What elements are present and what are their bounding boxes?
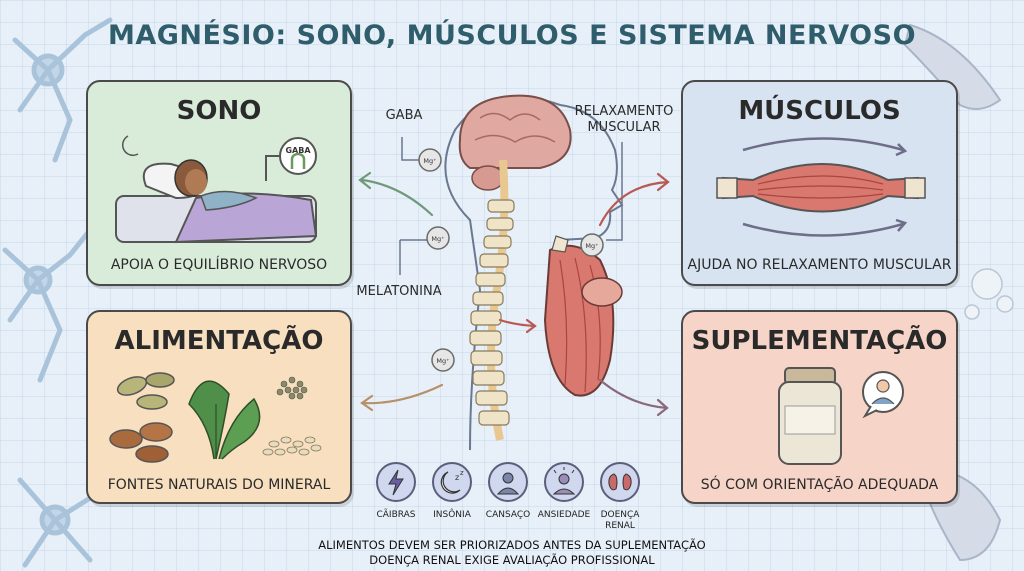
card-suplementacao: SUPLEMENTAÇÃO SÓ COM ORIENTAÇÃO ADEQUADA — [681, 310, 958, 504]
label-relaxamento: RELAXAMENTO MUSCULAR — [574, 104, 674, 135]
card-caption: AJUDA NO RELAXAMENTO MUSCULAR — [687, 257, 952, 273]
pumpkin-seeds-icon — [116, 372, 175, 410]
mg-label: Mg⁺ — [423, 157, 436, 165]
card-heading: ALIMENTAÇÃO — [114, 326, 324, 356]
connector-lines — [399, 137, 623, 275]
neuron-decoration-icon — [2, 17, 113, 568]
relaxed-muscle-icon — [716, 137, 926, 237]
symptom-doenca-renal: DOENÇA RENAL — [592, 462, 648, 532]
page-title: MAGNÉSIO: SONO, MÚSCULOS E SISTEMA NERVO… — [107, 20, 917, 51]
foods-icon — [109, 372, 322, 463]
kidneys-icon — [600, 462, 640, 502]
oats-icon — [262, 436, 322, 456]
symptom-cansaco: CANSAÇO — [480, 462, 536, 521]
arrows — [358, 171, 670, 417]
anxious-person-icon — [544, 462, 584, 502]
symptom-ansiedade: ANSIEDADE — [536, 462, 592, 521]
card-sono: SONO GABA APOIA O EQUILÍBRIO NERVOSO — [86, 80, 352, 286]
grains-icon — [276, 376, 308, 400]
brain-icon — [458, 94, 572, 191]
svg-text:z: z — [455, 473, 459, 482]
moon-icon — [122, 135, 139, 157]
card-alimentacao: ALIMENTAÇÃO FONTES NATURAIS DO MINERA — [86, 310, 352, 504]
card-caption: FONTES NATURAIS DO MINERAL — [107, 477, 331, 493]
symptom-label: CANSAÇO — [485, 510, 531, 520]
mg-bubbles — [418, 148, 604, 372]
lightning-icon — [376, 462, 416, 502]
muscle-cross-section-icon — [543, 235, 623, 397]
mg-label: Mg⁺ — [436, 357, 449, 365]
mg-label: Mg⁺ — [585, 242, 598, 250]
cerebellum — [471, 165, 505, 191]
supplement-bottle-icon — [778, 367, 904, 465]
footer-note-2: DOENÇA RENAL EXIGE AVALIAÇÃO PROFISSIONA… — [369, 553, 655, 567]
gaba-badge-label: GABA — [285, 146, 311, 155]
doctor-icon — [862, 371, 904, 419]
symptom-label: DOENÇA RENAL — [600, 510, 640, 531]
card-musculos: MÚSCULOS AJUDA NO RELAXAMENTO MUSCULAR — [681, 80, 958, 286]
spine-icon — [469, 159, 515, 441]
symptom-caibras: CÃIBRAS — [368, 462, 424, 521]
card-caption: SÓ COM ORIENTAÇÃO ADEQUADA — [700, 477, 939, 493]
label-gaba: GABA — [385, 108, 423, 123]
symptom-label: INSÔNIA — [433, 510, 471, 520]
label-melatonina: MELATONINA — [356, 284, 442, 299]
card-caption: APOIA O EQUILÍBRIO NERVOSO — [110, 257, 328, 273]
spinach-icon — [188, 380, 261, 460]
symptom-label: ANSIEDADE — [537, 510, 591, 520]
symptom-label: CÃIBRAS — [376, 510, 416, 520]
svg-text:z: z — [460, 469, 464, 477]
card-heading: SUPLEMENTAÇÃO — [691, 326, 948, 356]
sleeping-woman-icon: GABA — [115, 135, 318, 244]
tired-person-icon — [488, 462, 528, 502]
mg-bubbles-decoration — [964, 268, 1014, 320]
footer-note-1: ALIMENTOS DEVEM SER PRIORIZADOS ANTES DA… — [318, 538, 706, 552]
card-heading: SONO — [176, 96, 262, 126]
mg-label: Mg⁺ — [431, 235, 444, 243]
almonds-icon — [109, 422, 173, 463]
card-heading: MÚSCULOS — [738, 96, 901, 126]
